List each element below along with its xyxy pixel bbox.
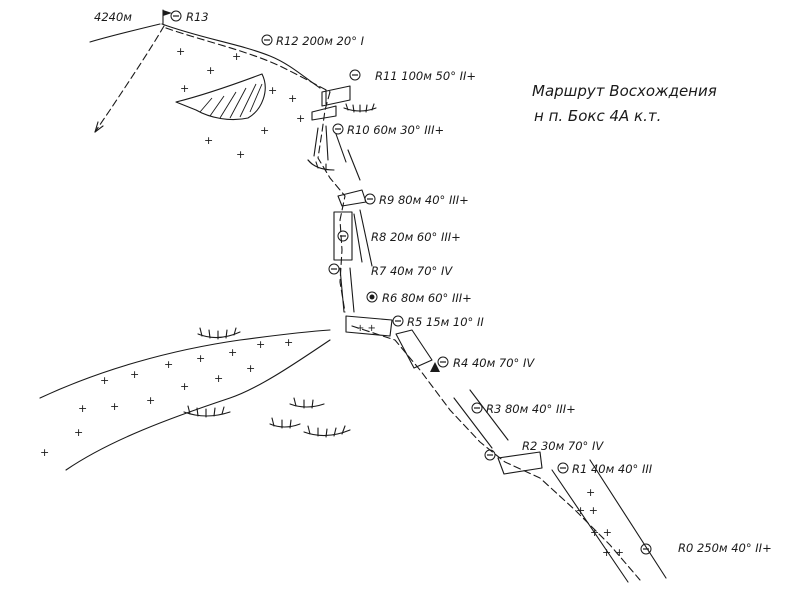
bivouac-triangle-icon [430,362,440,372]
pitch-label-r7: R7 40м 70° IV [371,264,453,278]
svg-text:+: + [288,92,297,105]
svg-text:+: + [586,486,595,499]
svg-text:+: + [296,112,305,125]
svg-text:+: + [260,124,269,137]
pitch-label-r2: R2 30м 70° IV [522,439,604,453]
svg-text:+: + [268,84,277,97]
svg-text:+: + [146,394,155,407]
title-line-1: Маршрут Восхождения [532,82,717,100]
chimney-r6-r7 [339,267,355,313]
rock-block-r8 [333,209,373,267]
svg-text:+ +: + + [590,526,612,539]
snow-patch-hatched [175,73,266,121]
summit-ridge-left [89,23,161,43]
svg-text:+: + [110,400,119,413]
couloir-r10 [313,125,361,181]
pitch-label-r6: R6 80м 60° III+ [382,291,472,305]
pitch-label-r10: R10 60м 30° III+ [347,123,444,137]
svg-text:+: + [196,352,205,365]
piton-icon [170,10,182,22]
pitch-label-r12: R12 200м 20° I [276,34,365,48]
svg-text:+: + [284,336,293,349]
summit-altitude: 4240м [94,10,132,24]
svg-text:+: + [204,134,213,147]
svg-text:+ +: + + [602,546,624,559]
svg-text:+ +: + + [576,504,598,517]
svg-text:+: + [78,402,87,415]
summit-label: R13 [186,10,209,24]
rock-slab-r4 [395,329,433,369]
gully-r3 [453,389,509,449]
svg-text:+: + [40,446,49,459]
pitch-label-r1: R1 40м 40° III [572,462,653,476]
summit-ridge-right [161,23,321,89]
svg-text:+: + [164,358,173,371]
rock-crosses-summit: + + + + + + + + + + [176,45,305,161]
svg-text:+: + [74,426,83,439]
svg-text:+: + [180,380,189,393]
pitch-label-r0: R0 250м 40° II+ [678,541,772,555]
pitch-label-r3: R3 80м 40° III+ [486,402,576,416]
pitch-label-r8: R8 20м 60° III+ [371,230,461,244]
ascent-ridge-path [165,27,331,93]
overhang-marks-lower [183,327,351,438]
svg-text:+: + [176,45,185,58]
rock-block-r9 [337,189,367,207]
route-line-upper [317,91,346,313]
rock-block-r11 [311,85,351,121]
route-line-lower [351,325,641,581]
belay-marker-icon [261,34,652,555]
pitch-label-r11: R11 100м 50° II+ [375,69,476,83]
svg-text:+: + [236,148,245,161]
svg-text:+: + [232,50,241,63]
title-line-2: н п. Бокс 4А к.т. [534,107,661,125]
pitch-label-r4: R4 40м 70° IV [453,356,535,370]
svg-text:+: + [256,338,265,351]
svg-text:+: + [246,362,255,375]
descent-arrow [94,121,104,133]
svg-text:+: + [228,346,237,359]
pitch-label-r9: R9 80м 40° III+ [379,193,469,207]
overhang-marks-upper [307,103,377,171]
svg-text:+: + [214,372,223,385]
rock-block-r5: + + [345,315,393,337]
lower-slope-r0-r1: + + + + + + + [551,459,667,583]
descent-path [94,25,165,133]
svg-text:+: + [130,368,139,381]
svg-text:+: + [180,82,189,95]
glacier-band-lower-left: + + + + + + + + + + + + + + + [39,329,331,471]
svg-text:+ +: + + [356,323,376,334]
pitch-label-r5: R5 15м 10° II [407,315,484,329]
svg-text:+: + [206,64,215,77]
svg-text:+: + [100,374,109,387]
summit-flag-icon [162,9,172,25]
rock-block-r2 [497,451,543,475]
